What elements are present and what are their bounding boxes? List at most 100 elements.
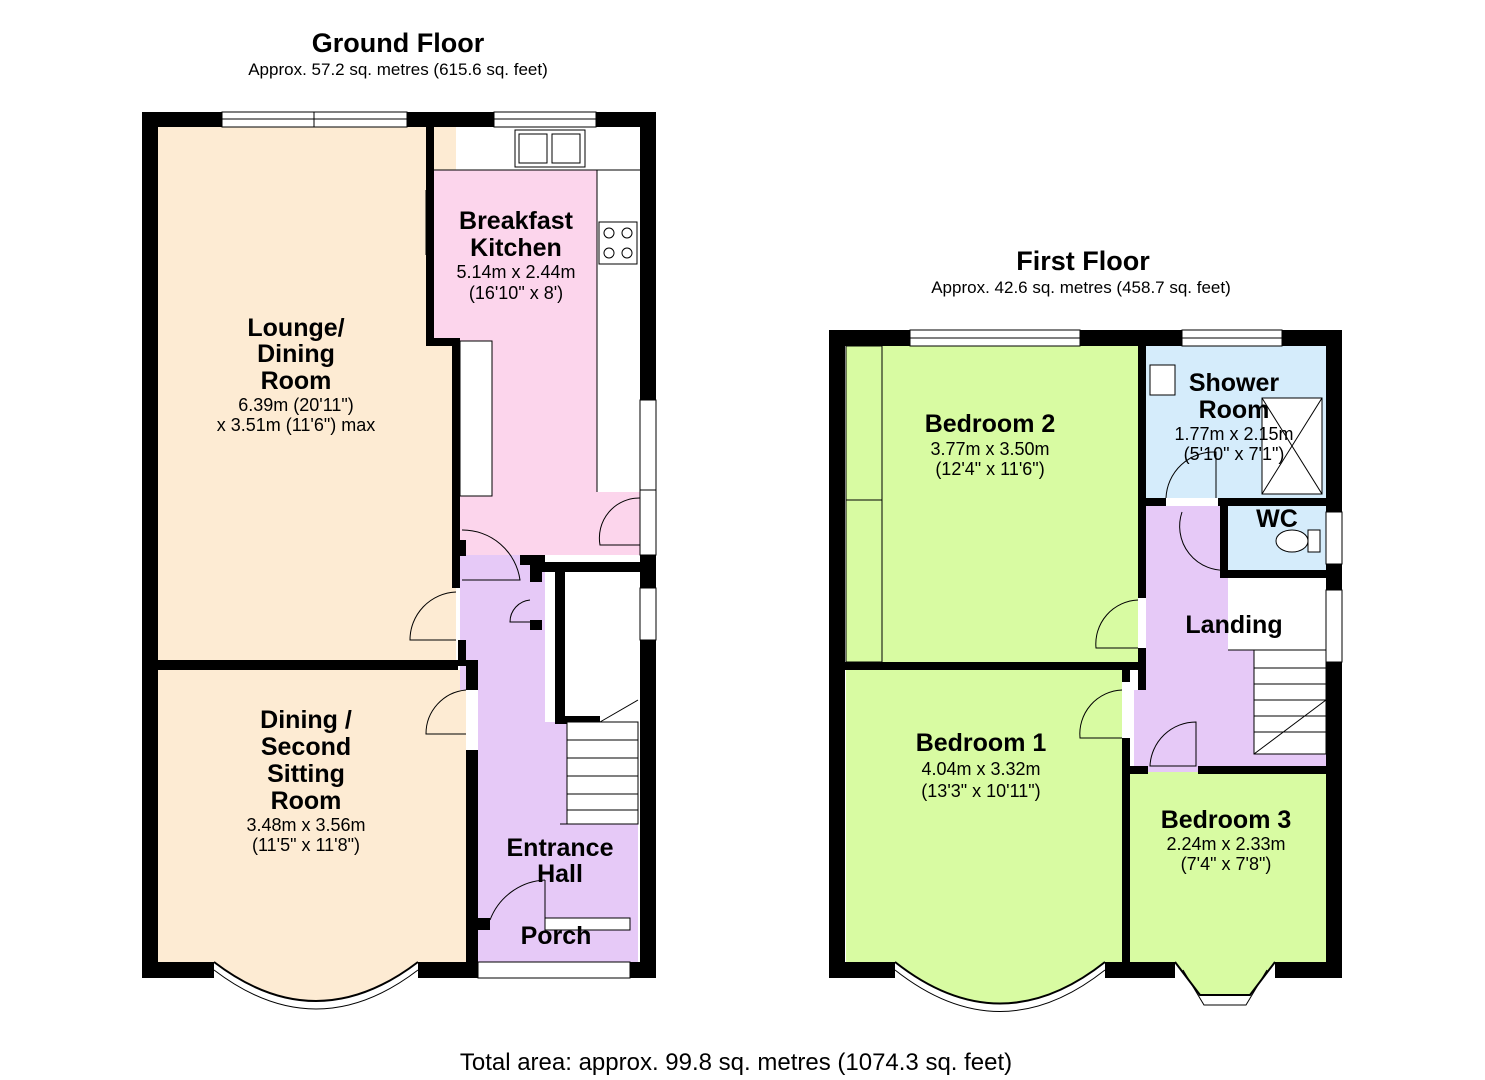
wall (466, 750, 478, 962)
wall (1105, 962, 1175, 978)
back-door-swing (598, 497, 641, 546)
landing-window (1325, 589, 1343, 663)
room-name: Porch (521, 922, 592, 950)
landing-staircase (1228, 649, 1327, 755)
hall-fill (460, 555, 638, 962)
room-name: Kitchen (470, 234, 562, 262)
dining-door (425, 689, 467, 735)
basin-icon (1149, 364, 1176, 396)
wall (555, 562, 565, 722)
room-dims: (5'10" x 7'1") (1184, 444, 1285, 464)
staircase (560, 699, 639, 825)
room-name: Breakfast (459, 207, 574, 235)
wall (478, 918, 490, 930)
wall (426, 338, 460, 346)
room-name: Hall (537, 860, 583, 888)
wall (466, 660, 478, 690)
room-dims: (13'3" x 10'11") (921, 781, 1040, 801)
bedroom1-fill (846, 670, 1122, 962)
total-area: Total area: approx. 99.8 sq. metres (107… (460, 1049, 1012, 1076)
room-name: Dining / (260, 706, 352, 734)
room-dims: 3.77m x 3.50m (930, 439, 1049, 459)
room-name: Bedroom 1 (916, 729, 1047, 757)
shower-door (1165, 451, 1217, 499)
wall (458, 640, 466, 666)
first-floor-labels: First Floor Approx. 42.6 sq. metres (458… (916, 246, 1298, 874)
wall (1220, 506, 1228, 570)
bedroom3-door (1149, 721, 1197, 767)
room-dims: (12'4" x 11'6") (935, 459, 1044, 479)
porch-inner-door (489, 879, 546, 921)
wall (1122, 670, 1130, 682)
wall (452, 338, 460, 588)
first-floor-plan (829, 329, 1343, 1012)
wall (530, 562, 542, 582)
room-name: Room (261, 367, 332, 395)
wc-window (1325, 511, 1343, 565)
wall (1218, 498, 1326, 506)
wall (1138, 346, 1146, 598)
bedroom1-door (1079, 689, 1123, 739)
porch-door (477, 961, 631, 979)
room-name: Landing (1185, 611, 1282, 639)
first-floor-title: First Floor (1016, 246, 1150, 276)
room-dims: (7'4" x 7'8") (1181, 854, 1272, 874)
room-dims: 1.77m x 2.15m (1174, 424, 1293, 444)
kitchen-white-strip (459, 340, 493, 497)
room-name: Room (271, 787, 342, 815)
wall (555, 716, 600, 724)
room-name: Lounge/ (247, 314, 344, 342)
wall (1130, 766, 1148, 774)
room-dims: 6.39m (20'11") (238, 395, 354, 415)
bedroom1-bay-window (894, 961, 1106, 1005)
wall (142, 962, 214, 978)
room-name: Second (261, 733, 351, 761)
dining-room-fill (158, 670, 466, 962)
wall (142, 112, 158, 978)
room-name: WC (1256, 505, 1298, 533)
wall (630, 962, 656, 978)
wall (1220, 570, 1326, 578)
room-dims: x 3.51m (11'6") max (217, 415, 376, 435)
kitchen-back-door (639, 489, 657, 556)
room-name: Sitting (267, 760, 345, 788)
ground-floor-labels: Ground Floor Approx. 57.2 sq. metres (61… (217, 28, 614, 950)
room-name: Bedroom 3 (1161, 806, 1292, 834)
room-name: Shower (1189, 369, 1280, 397)
room-name: Room (1199, 396, 1270, 424)
wall (418, 962, 478, 978)
room-dims: 5.14m x 2.44m (456, 262, 575, 282)
landing-white (1228, 578, 1326, 650)
wall (845, 662, 1145, 670)
hall-side-window (639, 587, 657, 641)
wall (829, 330, 845, 978)
kitchen-side-window (639, 399, 657, 491)
kitchen-door (461, 529, 521, 581)
wall (458, 540, 466, 556)
room-dims: 2.24m x 2.33m (1166, 834, 1285, 854)
wall (426, 127, 434, 342)
first-floor-area: Approx. 42.6 sq. metres (458.7 sq. feet) (931, 278, 1231, 297)
room-name: Bedroom 2 (925, 410, 1056, 438)
bedroom3-bay-fill (1175, 962, 1275, 995)
lounge-door (409, 591, 457, 641)
toilet-icon (1275, 529, 1309, 553)
lounge-fill (158, 127, 456, 662)
wall (1198, 766, 1326, 774)
bedroom3-bay-window (1174, 961, 1276, 996)
room-dims: (11'5" x 11'8") (252, 835, 360, 855)
wall (1275, 962, 1342, 978)
wall (1146, 498, 1166, 506)
room-dims: 4.04m x 3.32m (921, 759, 1040, 779)
bedroom2-door (1095, 599, 1139, 649)
room-dims: (16'10" x 8') (469, 283, 563, 303)
bedroom2-fill (846, 346, 1138, 662)
ground-floor-title: Ground Floor (312, 28, 485, 58)
wall (158, 660, 458, 670)
room-name: Dining (257, 340, 335, 368)
dining-bay-window (213, 961, 419, 1002)
ground-floor-plan (142, 111, 657, 1010)
bedroom3-fill (1130, 772, 1326, 962)
wall (520, 555, 545, 565)
